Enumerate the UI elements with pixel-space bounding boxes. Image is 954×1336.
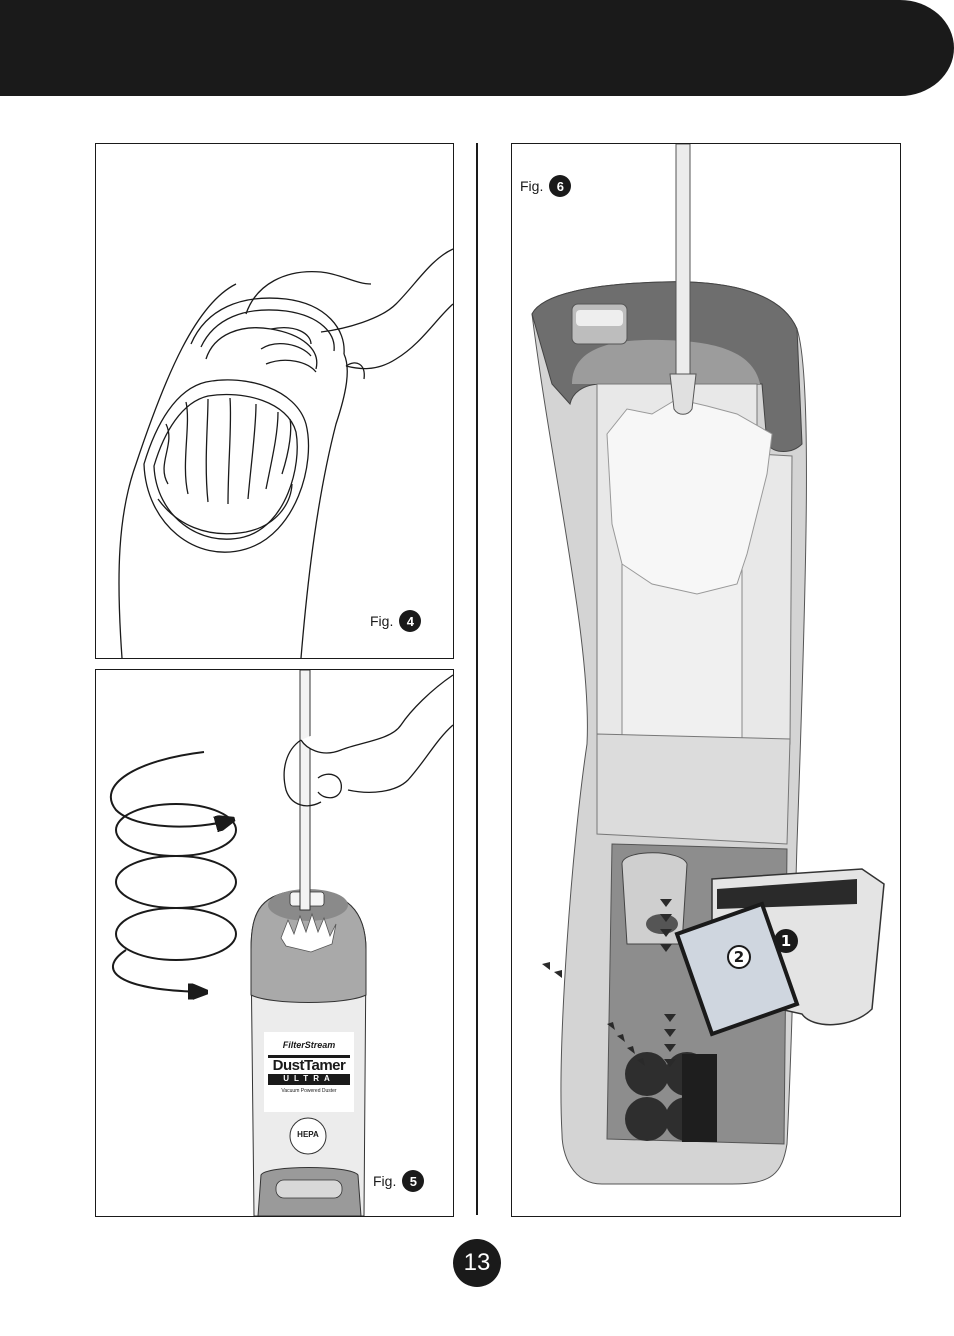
brand-filterstream: FilterStream xyxy=(282,1040,336,1050)
figure-4-number: 4 xyxy=(399,610,422,632)
hand-lifting-duster-illustration xyxy=(118,248,453,658)
brand-tagline: Vacuum Powered Duster xyxy=(281,1088,337,1094)
twisting-motion-illustration xyxy=(109,751,453,1216)
duster-in-base-illustration xyxy=(250,670,453,1216)
figure-5-prefix: Fig. xyxy=(373,1173,397,1189)
spiral-arrow-top xyxy=(109,751,231,827)
figure-4-panel: Fig. 4 xyxy=(95,143,454,659)
figure-4-prefix: Fig. xyxy=(370,613,394,629)
figure-6-panel: 1 2 Fig. 6 xyxy=(511,143,901,1217)
header-bar xyxy=(0,0,954,96)
brand-dusttamer: DustTamer xyxy=(272,1057,346,1074)
figure-6-prefix: Fig. xyxy=(520,178,544,194)
figure-5-caption: Fig. 5 xyxy=(373,1170,425,1192)
cutaway-filter-illustration xyxy=(531,144,885,1185)
figure-5-number: 5 xyxy=(402,1170,425,1192)
brand-ultra: ULTRA xyxy=(283,1074,335,1083)
figure-5-panel: FilterStream DustTamer ULTRA Vacuum Powe… xyxy=(95,669,454,1217)
figure-6-number: 6 xyxy=(549,175,572,197)
hepa-seal: HEPA xyxy=(297,1130,319,1139)
figure-4-caption: Fig. 4 xyxy=(370,610,422,632)
figure-6-caption: Fig. 6 xyxy=(520,175,572,197)
spiral-arrow-bottom xyxy=(112,949,204,992)
callout-2-badge: 2 xyxy=(727,945,751,969)
page-number: 13 xyxy=(453,1239,501,1287)
column-divider xyxy=(476,143,478,1215)
callout-1-badge: 1 xyxy=(774,929,798,953)
